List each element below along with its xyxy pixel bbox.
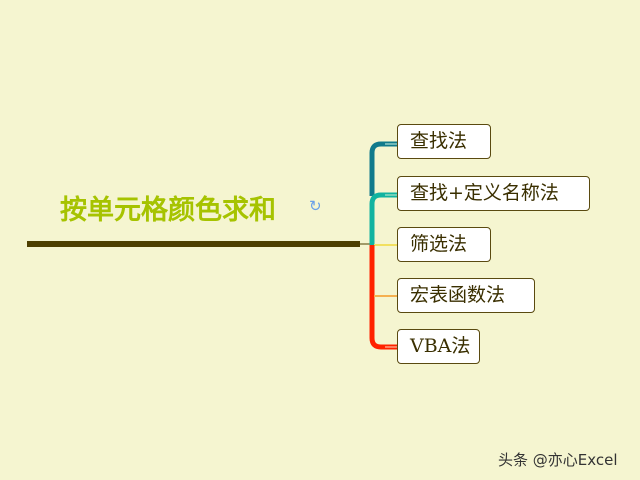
- watermark: 头条 @亦心Excel: [498, 451, 618, 469]
- branch-line-1: [369, 141, 397, 196]
- branch-node-4[interactable]: 宏表函数法: [397, 278, 535, 313]
- refresh-icon[interactable]: ↻: [309, 197, 322, 215]
- root-topic[interactable]: 按单元格颜色求和: [60, 195, 276, 226]
- root-bar: [27, 241, 360, 247]
- branch-line-2: [369, 192, 397, 245]
- branch-node-1[interactable]: 查找法: [397, 124, 491, 159]
- branch-node-5[interactable]: VBA法: [397, 329, 480, 364]
- branch-line-5: [369, 245, 397, 350]
- branch-node-3[interactable]: 筛选法: [397, 227, 491, 262]
- branch-node-2[interactable]: 查找+定义名称法: [397, 176, 590, 211]
